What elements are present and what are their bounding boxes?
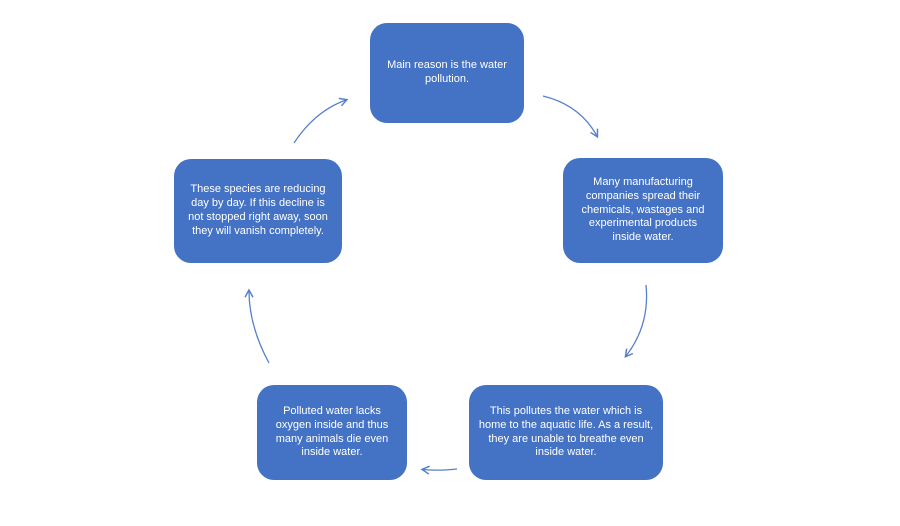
arrow-bottom-left-to-left [244,288,270,364]
arrow-bottom-right-to-bottom-left [420,465,458,475]
node-text: This pollutes the water which is home to… [478,404,654,459]
cycle-node-pollutes-water: This pollutes the water which is home to… [469,385,663,480]
node-text: These species are reducing day by day. I… [188,183,328,237]
cycle-node-manufacturing-companies: Many manufacturing companies spread thei… [563,158,723,263]
arrow-top-to-right [542,95,599,139]
node-text: Main reason is the water pollution. [387,59,507,85]
cycle-node-main-reason: Main reason is the water pollution. [370,23,524,123]
cycle-node-lacks-oxygen: Polluted water lacks oxygen inside and t… [257,385,407,480]
arrow-right-to-bottom-right [624,284,648,359]
arrow-left-to-top [293,97,349,144]
node-text: Polluted water lacks oxygen inside and t… [275,404,389,459]
cycle-node-species-reducing: These species are reducing day by day. I… [174,159,342,263]
node-text: Many manufacturing companies spread thei… [581,175,705,244]
